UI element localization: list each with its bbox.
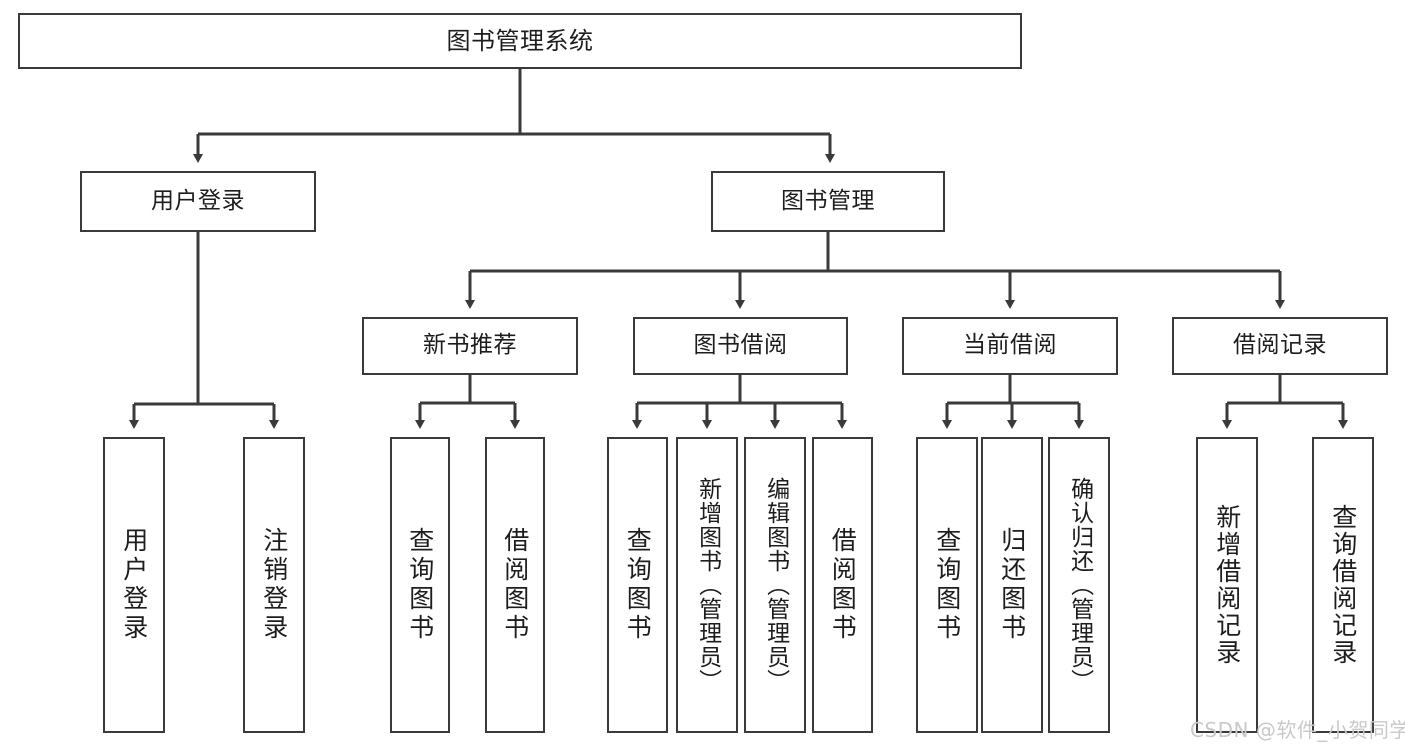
- node-user-login-label: 用户登录: [151, 187, 245, 214]
- node-leaf-query-book-current[interactable]: 查询图书: [916, 437, 978, 733]
- node-leaf-user-login-label: 用户登录: [119, 527, 149, 643]
- node-leaf-user-logout[interactable]: 注销登录: [243, 437, 305, 733]
- node-root[interactable]: 图书管理系统: [18, 13, 1022, 69]
- node-leaf-user-login[interactable]: 用户登录: [103, 437, 165, 733]
- node-leaf-borrow-book[interactable]: 借阅图书: [812, 437, 873, 733]
- node-root-label: 图书管理系统: [446, 26, 594, 55]
- node-leaf-user-logout-label: 注销登录: [259, 527, 289, 643]
- node-leaf-query-book-rec[interactable]: 查询图书: [390, 437, 450, 733]
- node-user-login[interactable]: 用户登录: [80, 171, 316, 232]
- node-new-book-recommend[interactable]: 新书推荐: [362, 317, 578, 375]
- watermark-text: CSDN @软件_小贺同学: [1190, 718, 1405, 742]
- node-leaf-edit-book[interactable]: 编辑图书（管理员）: [744, 437, 806, 733]
- node-book-manage[interactable]: 图书管理: [711, 171, 945, 232]
- node-leaf-query-book-borrow[interactable]: 查询图书: [607, 437, 668, 733]
- node-leaf-confirm-return-label: 确认归还（管理员）: [1066, 477, 1093, 693]
- node-leaf-query-borrow-record[interactable]: 查询借阅记录: [1312, 437, 1374, 733]
- node-leaf-confirm-return[interactable]: 确认归还（管理员）: [1048, 437, 1110, 733]
- node-leaf-query-book-borrow-label: 查询图书: [623, 527, 653, 643]
- node-current-borrow-label: 当前借阅: [963, 332, 1057, 359]
- node-borrow-record[interactable]: 借阅记录: [1172, 317, 1388, 375]
- node-book-borrow[interactable]: 图书借阅: [633, 317, 848, 375]
- node-leaf-query-book-current-label: 查询图书: [932, 527, 962, 643]
- node-leaf-edit-book-label: 编辑图书（管理员）: [762, 477, 789, 693]
- node-leaf-add-borrow-record[interactable]: 新增借阅记录: [1196, 437, 1258, 733]
- node-leaf-add-book-label: 新增图书（管理员）: [694, 477, 721, 693]
- node-new-book-recommend-label: 新书推荐: [423, 332, 517, 359]
- node-leaf-return-book[interactable]: 归还图书: [981, 437, 1043, 733]
- node-leaf-borrow-book-rec[interactable]: 借阅图书: [485, 437, 545, 733]
- node-book-borrow-label: 图书借阅: [693, 332, 788, 359]
- node-leaf-return-book-label: 归还图书: [997, 527, 1027, 643]
- node-leaf-borrow-book-rec-label: 借阅图书: [500, 527, 530, 643]
- node-leaf-query-book-rec-label: 查询图书: [405, 527, 435, 643]
- node-book-manage-label: 图书管理: [781, 187, 875, 214]
- node-leaf-add-borrow-record-label: 新增借阅记录: [1212, 504, 1242, 666]
- node-leaf-add-book[interactable]: 新增图书（管理员）: [676, 437, 738, 733]
- node-current-borrow[interactable]: 当前借阅: [902, 317, 1118, 375]
- node-borrow-record-label: 借阅记录: [1233, 332, 1327, 359]
- node-leaf-query-borrow-record-label: 查询借阅记录: [1328, 504, 1358, 666]
- node-leaf-borrow-book-label: 借阅图书: [828, 527, 858, 643]
